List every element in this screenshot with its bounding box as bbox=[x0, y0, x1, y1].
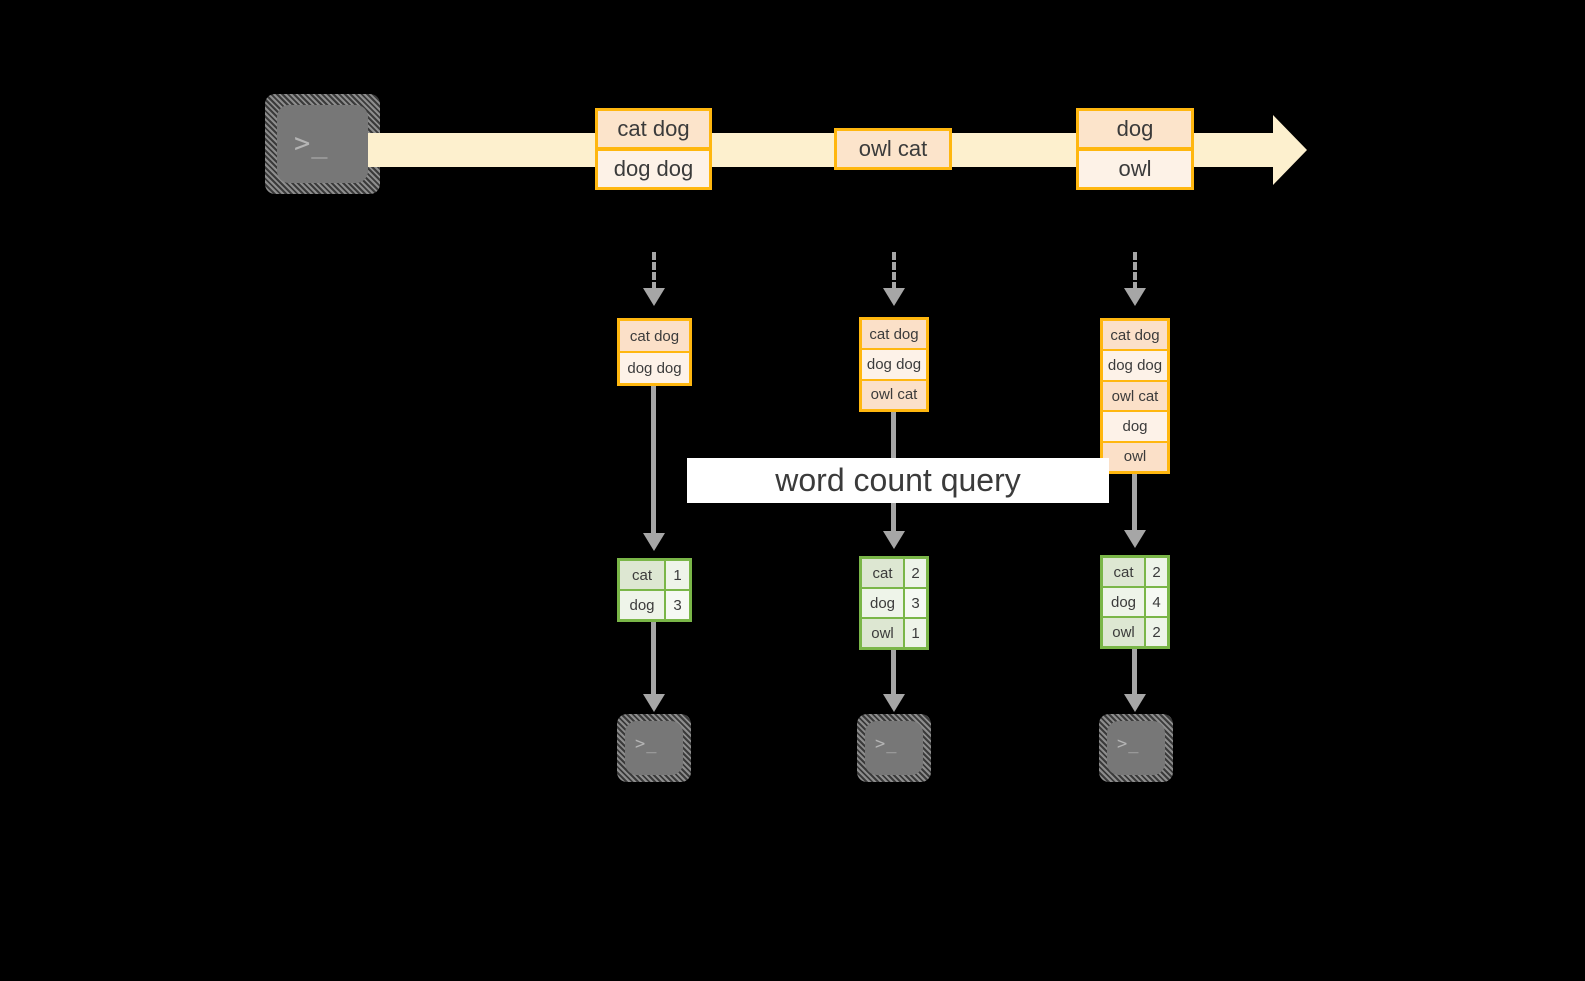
table-row: dog 3 bbox=[862, 589, 926, 619]
snapshot-2-count-table: cat 2 dog 3 owl 1 bbox=[859, 556, 929, 650]
table-row: dog 4 bbox=[1103, 588, 1167, 618]
snapshot-3-count-table: cat 2 dog 4 owl 2 bbox=[1100, 555, 1170, 649]
table-cell-count: 4 bbox=[1146, 588, 1167, 616]
snapshot-tap-arrowhead bbox=[1124, 288, 1146, 306]
terminal-body bbox=[865, 721, 923, 775]
snapshot-message-row: cat dog bbox=[1103, 321, 1167, 352]
snapshot-message-row: dog dog bbox=[1103, 351, 1167, 382]
stream-message-line: owl bbox=[1076, 148, 1194, 190]
snapshot-1-query-line bbox=[651, 386, 656, 538]
snapshot-2-output-arrowhead bbox=[883, 694, 905, 712]
event-stream-arrowhead bbox=[1273, 115, 1307, 185]
snapshot-message-row: dog dog bbox=[620, 353, 689, 383]
stream-message-line: dog bbox=[1076, 108, 1194, 150]
table-cell-word: dog bbox=[620, 591, 666, 619]
table-cell-count: 2 bbox=[1146, 558, 1167, 586]
snapshot-1-count-table: cat 1 dog 3 bbox=[617, 558, 692, 622]
table-cell-count: 2 bbox=[1146, 618, 1167, 646]
table-cell-word: cat bbox=[1103, 558, 1146, 586]
snapshot-message-row: owl cat bbox=[1103, 381, 1167, 413]
terminal-body bbox=[277, 105, 368, 183]
terminal-body bbox=[1107, 721, 1165, 775]
table-cell-count: 2 bbox=[905, 559, 926, 587]
snapshot-message-row: owl cat bbox=[862, 380, 926, 409]
snapshot-3-query-arrowhead bbox=[1124, 530, 1146, 548]
snapshot-3-query-line bbox=[1132, 474, 1137, 536]
snapshot-message-row: dog dog bbox=[862, 350, 926, 381]
snapshot-2-query-arrowhead bbox=[883, 531, 905, 549]
snapshot-message-row: dog bbox=[1103, 412, 1167, 443]
terminal-body bbox=[625, 721, 683, 775]
table-row: owl 2 bbox=[1103, 618, 1167, 646]
query-banner: word count query bbox=[687, 458, 1109, 503]
snapshot-2-consumer-terminal-icon: >_ bbox=[857, 714, 931, 782]
snapshot-3-consumer-terminal-icon: >_ bbox=[1099, 714, 1173, 782]
snapshot-1-output-line bbox=[651, 622, 656, 700]
snapshot-2-message-stack: cat dog dog dog owl cat bbox=[859, 317, 929, 412]
table-cell-count: 3 bbox=[905, 589, 926, 617]
stream-message-line: owl cat bbox=[834, 128, 952, 170]
snapshot-tap-line bbox=[1133, 252, 1137, 290]
snapshot-message-row: cat dog bbox=[620, 321, 689, 353]
table-row: cat 1 bbox=[620, 561, 689, 591]
terminal-prompt-glyph: >_ bbox=[635, 734, 658, 754]
producer-terminal-icon: >_ bbox=[265, 94, 380, 194]
table-cell-count: 1 bbox=[905, 619, 926, 647]
table-row: owl 1 bbox=[862, 619, 926, 647]
snapshot-message-row: owl bbox=[1103, 442, 1167, 472]
table-cell-word: cat bbox=[620, 561, 666, 589]
stream-message-line: cat dog bbox=[595, 108, 712, 150]
table-cell-word: dog bbox=[1103, 588, 1146, 616]
snapshot-tap-arrowhead bbox=[883, 288, 905, 306]
snapshot-tap-line bbox=[892, 252, 896, 290]
table-row: cat 2 bbox=[1103, 558, 1167, 588]
table-cell-word: dog bbox=[862, 589, 905, 617]
snapshot-1-output-arrowhead bbox=[643, 694, 665, 712]
snapshot-tap-line bbox=[652, 252, 656, 290]
stream-message-line: dog dog bbox=[595, 148, 712, 190]
snapshot-message-row: cat dog bbox=[862, 320, 926, 351]
table-row: dog 3 bbox=[620, 591, 689, 619]
terminal-prompt-glyph: >_ bbox=[294, 128, 329, 159]
table-cell-count: 3 bbox=[666, 591, 689, 619]
snapshot-3-output-arrowhead bbox=[1124, 694, 1146, 712]
table-cell-word: owl bbox=[1103, 618, 1146, 646]
snapshot-3-output-line bbox=[1132, 649, 1137, 700]
snapshot-1-message-stack: cat dog dog dog bbox=[617, 318, 692, 386]
table-cell-count: 1 bbox=[666, 561, 689, 589]
table-row: cat 2 bbox=[862, 559, 926, 589]
snapshot-1-query-arrowhead bbox=[643, 533, 665, 551]
terminal-prompt-glyph: >_ bbox=[1117, 734, 1140, 754]
table-cell-word: cat bbox=[862, 559, 905, 587]
table-cell-word: owl bbox=[862, 619, 905, 647]
snapshot-tap-arrowhead bbox=[643, 288, 665, 306]
terminal-prompt-glyph: >_ bbox=[875, 734, 898, 754]
snapshot-1-consumer-terminal-icon: >_ bbox=[617, 714, 691, 782]
snapshot-2-output-line bbox=[891, 650, 896, 700]
snapshot-3-message-stack: cat dog dog dog owl cat dog owl bbox=[1100, 318, 1170, 474]
